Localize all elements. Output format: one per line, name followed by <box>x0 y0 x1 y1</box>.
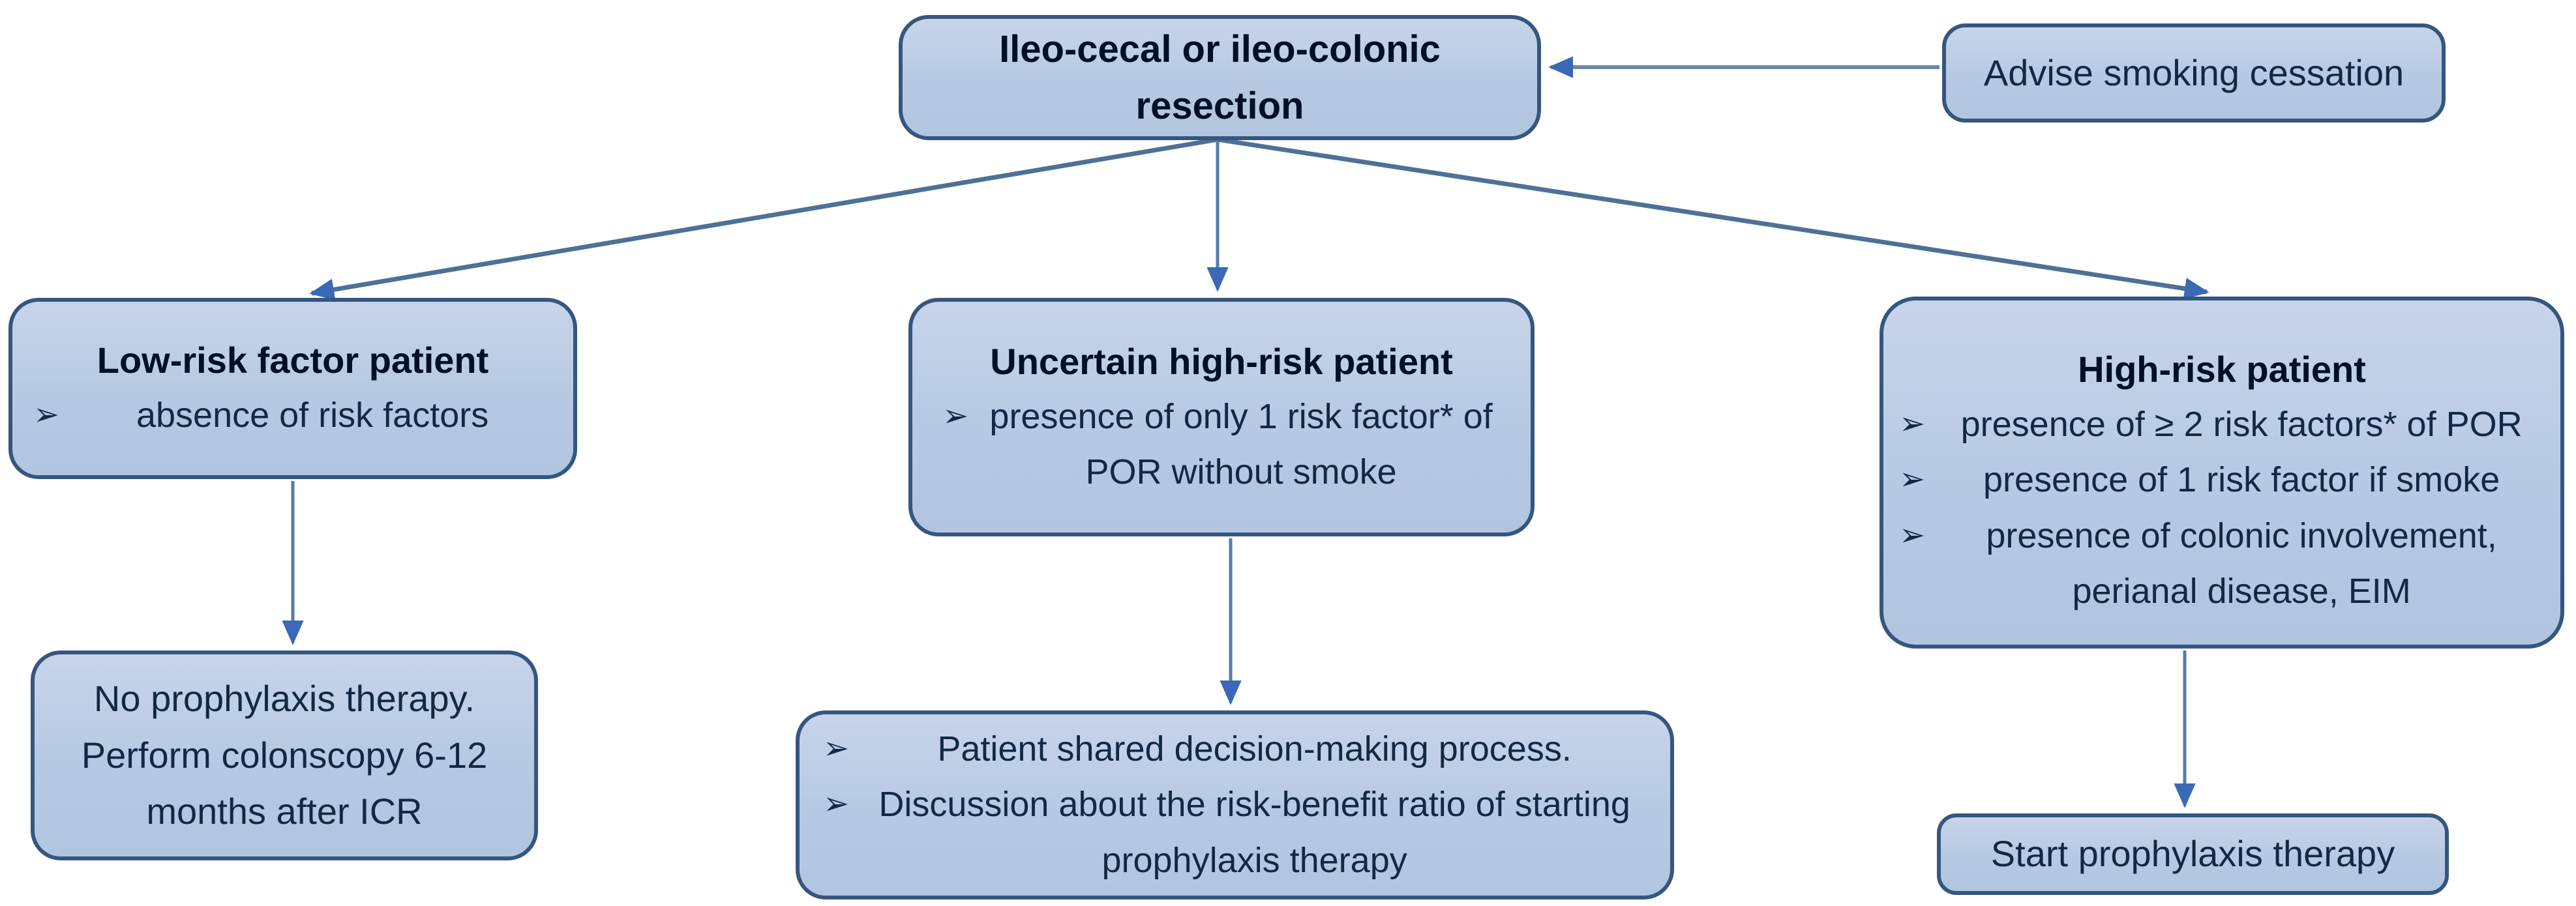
node-low-risk-title: Low-risk factor patient <box>97 340 489 381</box>
arrow-root-to-low-risk <box>309 137 1218 300</box>
list-item: ➢ presence of ≥ 2 risk factors* of POR <box>1895 397 2549 452</box>
node-start-prophylaxis-text: Start prophylaxis therapy <box>1990 833 2395 875</box>
list-item: ➢ presence of 1 risk factor if smoke <box>1895 452 2549 508</box>
bullet-text: Patient shared decision-making process. <box>937 729 1572 769</box>
bullet-text: Discussion about the risk-benefit ratio … <box>878 785 1630 880</box>
node-low-risk-bullets: ➢ absence of risk factors <box>29 388 556 443</box>
arrow-root-to-high-risk <box>1217 137 2209 300</box>
bullet-text: presence of colonic involvement, periana… <box>1986 516 2497 611</box>
node-uncertain-bullets: ➢ presence of only 1 risk factor* of POR… <box>938 389 1505 501</box>
list-item: ➢ presence of only 1 risk factor* of POR… <box>938 389 1505 501</box>
node-high-risk-title: High-risk patient <box>2078 349 2366 390</box>
node-resection: Ileo-cecal or ileo-colonic resection <box>899 15 1541 140</box>
node-no-prophylaxis-outcome: No prophylaxis therapy. Perform colonsco… <box>31 650 538 860</box>
node-uncertain-high-risk-patient: Uncertain high-risk patient ➢ presence o… <box>908 298 1535 536</box>
bullet-text: presence of 1 risk factor if smoke <box>1983 460 2500 500</box>
node-high-risk-patient: High-risk patient ➢ presence of ≥ 2 risk… <box>1880 297 2564 649</box>
list-item: ➢ presence of colonic involvement, peria… <box>1895 508 2549 620</box>
bullet-text: presence of ≥ 2 risk factors* of POR <box>1960 405 2523 444</box>
node-start-prophylaxis-outcome: Start prophylaxis therapy <box>1937 813 2449 895</box>
bullet-text: absence of risk factors <box>136 396 489 435</box>
list-item: ➢ Patient shared decision-making process… <box>819 722 1651 777</box>
arrow-bullet-icon: ➢ <box>823 731 850 767</box>
node-uncertain-title: Uncertain high-risk patient <box>990 340 1453 382</box>
list-item: ➢ Discussion about the risk-benefit rati… <box>819 777 1651 888</box>
node-high-risk-bullets: ➢ presence of ≥ 2 risk factors* of POR ➢… <box>1895 397 2549 619</box>
node-shared-decision-bullets: ➢ Patient shared decision-making process… <box>819 722 1651 888</box>
node-advise-label: Advise smoking cessation <box>1983 51 2404 93</box>
arrow-bullet-icon: ➢ <box>823 787 850 822</box>
node-low-risk-patient: Low-risk factor patient ➢ absence of ris… <box>8 298 577 479</box>
node-shared-decision-outcome: ➢ Patient shared decision-making process… <box>796 710 1674 899</box>
arrow-bullet-icon: ➢ <box>1899 462 1926 497</box>
arrow-bullet-icon: ➢ <box>33 398 60 433</box>
node-resection-title: Ileo-cecal or ileo-colonic resection <box>999 28 1441 127</box>
list-item: ➢ absence of risk factors <box>29 388 556 443</box>
node-no-prophylaxis-text: No prophylaxis therapy. Perform colonsco… <box>81 677 488 832</box>
node-advise-smoking-cessation: Advise smoking cessation <box>1942 23 2446 123</box>
bullet-text: presence of only 1 risk factor* of POR w… <box>989 396 1493 491</box>
arrow-bullet-icon: ➢ <box>942 398 969 433</box>
arrow-bullet-icon: ➢ <box>1899 407 1926 441</box>
arrow-bullet-icon: ➢ <box>1899 518 1926 553</box>
